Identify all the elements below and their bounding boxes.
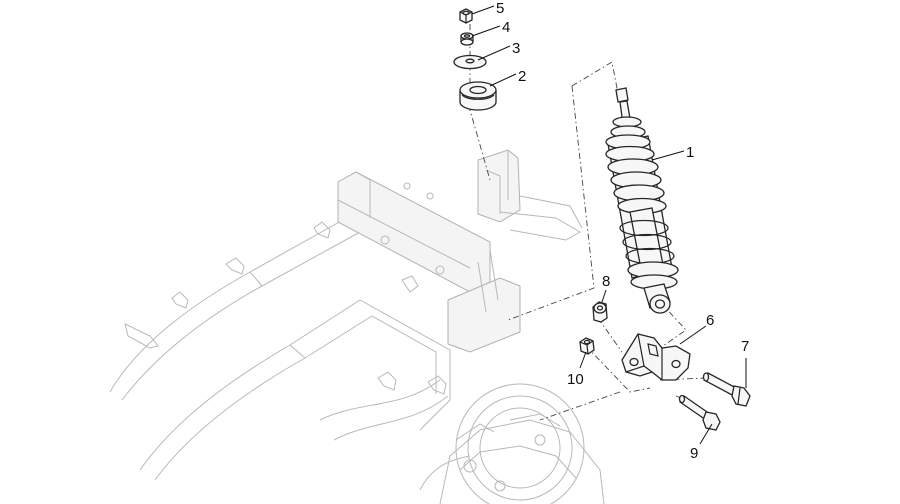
callout-10: 10: [567, 351, 587, 388]
part-10-nut: [579, 337, 595, 355]
callout-number: 1: [686, 144, 694, 161]
callout-6: 6: [679, 312, 714, 345]
part-3-washer: [453, 54, 487, 70]
part-9-bolt: [678, 394, 721, 431]
callout-number: 2: [518, 68, 526, 85]
callout-number: 4: [502, 19, 510, 36]
part-5-nut: [459, 8, 473, 24]
part-6-bracket: [621, 333, 691, 381]
callout-number: 3: [512, 40, 520, 57]
callout-5: 5: [471, 0, 504, 17]
callout-9: 9: [690, 423, 713, 462]
callout-8: 8: [601, 273, 610, 303]
callout-number: 10: [567, 371, 584, 388]
callout-number: 5: [496, 0, 504, 17]
part-1-shock-absorber: [605, 87, 679, 314]
part-8-bushing: [592, 301, 608, 323]
part-2-rubber-bushing: [459, 81, 497, 111]
callout-7: 7: [741, 338, 749, 388]
assembly-lines: [469, 24, 707, 421]
callout-number: 6: [706, 312, 714, 329]
part-7-bolt: [702, 372, 751, 407]
callout-number: 9: [690, 445, 698, 462]
callout-3: 3: [477, 40, 520, 61]
callout-4: 4: [471, 19, 510, 37]
callout-2: 2: [489, 68, 526, 87]
callout-1: 1: [651, 144, 694, 161]
callout-number: 8: [602, 273, 610, 290]
callout-number: 7: [741, 338, 749, 355]
part-4-bushing: [460, 32, 474, 46]
vehicle-frame: [109, 149, 605, 504]
